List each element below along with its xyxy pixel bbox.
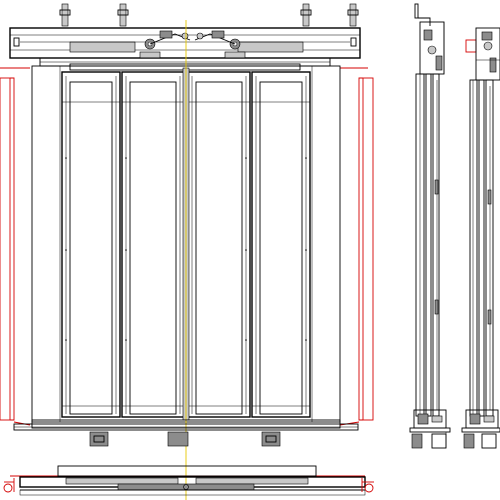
front-elevation-view [0, 3, 374, 500]
plan-view [3, 465, 374, 496]
bottom-sill [13, 419, 359, 447]
top-support-posts [59, 3, 359, 27]
red-side-frames [0, 67, 374, 426]
side-section-a-view [409, 3, 451, 449]
plan-right-end-marker [361, 478, 374, 493]
plan-left-end-marker [3, 478, 15, 493]
side-section-b-view [461, 27, 500, 449]
door-panel-1 [61, 71, 121, 418]
door-operator-mechanism [139, 30, 246, 59]
header-beam [9, 27, 361, 59]
door-panel-3 [187, 71, 251, 418]
door-panel-4 [251, 71, 311, 418]
door-panel-2 [121, 71, 185, 418]
